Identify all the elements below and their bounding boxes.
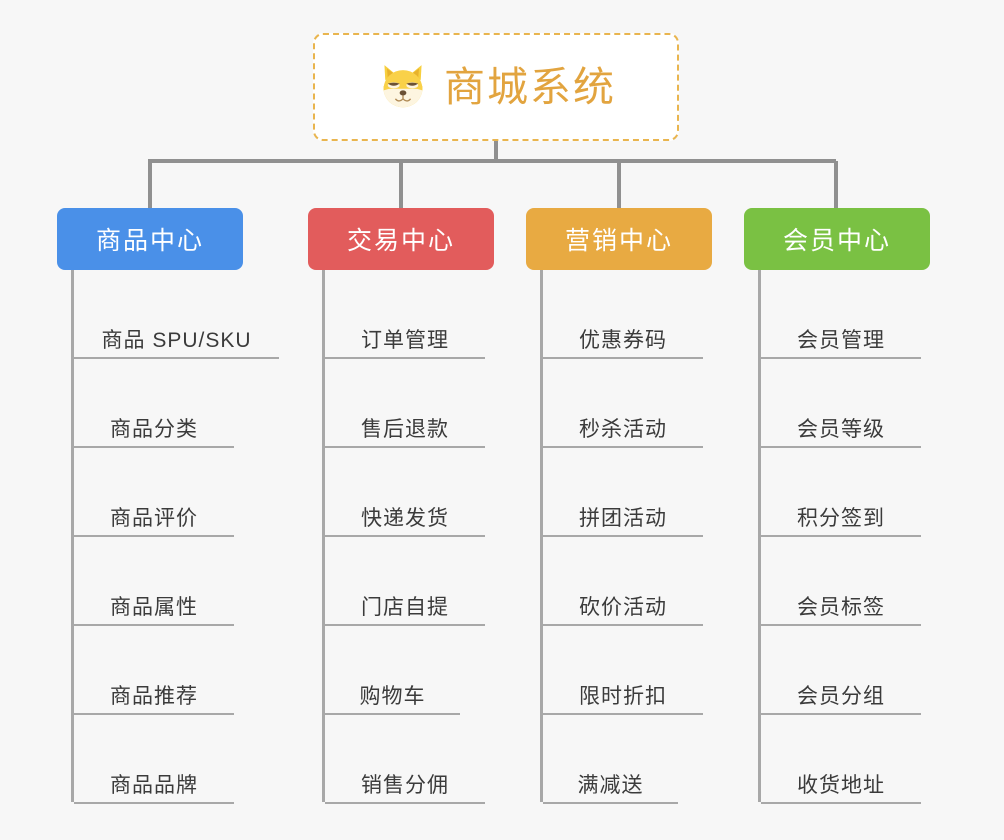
leaf-item[interactable]: 商品推荐 [74,626,234,715]
connector-drop-3 [617,161,621,209]
leaf-item[interactable]: 会员标签 [761,537,921,626]
connector-drop-4 [834,161,838,209]
leaf-item[interactable]: 商品品牌 [74,715,234,804]
leaf-item[interactable]: 秒杀活动 [543,359,703,448]
category-label: 营销中心 [564,227,673,255]
root-title: 商城系统 [444,63,616,110]
leaf-item[interactable]: 售后退款 [325,359,485,448]
leaf-item[interactable]: 积分签到 [761,448,921,537]
leaf-item[interactable]: 拼团活动 [543,448,703,537]
category-box-marketing-center[interactable]: 营销中心 [526,208,712,270]
category-box-trade-center[interactable]: 交易中心 [308,208,494,270]
leaf-item[interactable]: 优惠券码 [543,270,703,359]
leaf-item[interactable]: 快递发货 [325,448,485,537]
leaf-item[interactable]: 限时折扣 [543,626,703,715]
shiba-inu-icon [383,65,423,108]
category-box-member-center[interactable]: 会员中心 [744,208,930,270]
column-spine [540,270,543,802]
column-spine [322,270,325,802]
leaf-item[interactable]: 会员管理 [761,270,921,359]
leaf-item[interactable]: 销售分佣 [325,715,485,804]
column-spine [758,270,761,802]
connector-horizontal-bar [148,159,836,163]
category-label: 交易中心 [346,227,455,255]
leaf-item[interactable]: 商品属性 [74,537,234,626]
connector-drop-2 [399,161,403,209]
category-box-product-center[interactable]: 商品中心 [57,208,243,270]
leaf-item[interactable]: 砍价活动 [543,537,703,626]
connector-drop-1 [148,161,152,209]
leaf-item[interactable]: 门店自提 [325,537,485,626]
leaf-item[interactable]: 商品 SPU/SKU [74,270,279,359]
category-label: 会员中心 [782,227,891,255]
connector-root-stem [494,141,498,162]
leaf-item[interactable]: 购物车 [325,626,460,715]
column-spine [71,270,74,802]
leaf-item[interactable]: 订单管理 [325,270,485,359]
leaf-item[interactable]: 商品分类 [74,359,234,448]
leaf-item[interactable]: 商品评价 [74,448,234,537]
leaf-item[interactable]: 会员等级 [761,359,921,448]
leaf-item[interactable]: 收货地址 [761,715,921,804]
root-node-shop-system[interactable]: 商城系统 [313,33,679,141]
category-label: 商品中心 [95,227,204,255]
leaf-item[interactable]: 会员分组 [761,626,921,715]
leaf-item[interactable]: 满减送 [543,715,678,804]
